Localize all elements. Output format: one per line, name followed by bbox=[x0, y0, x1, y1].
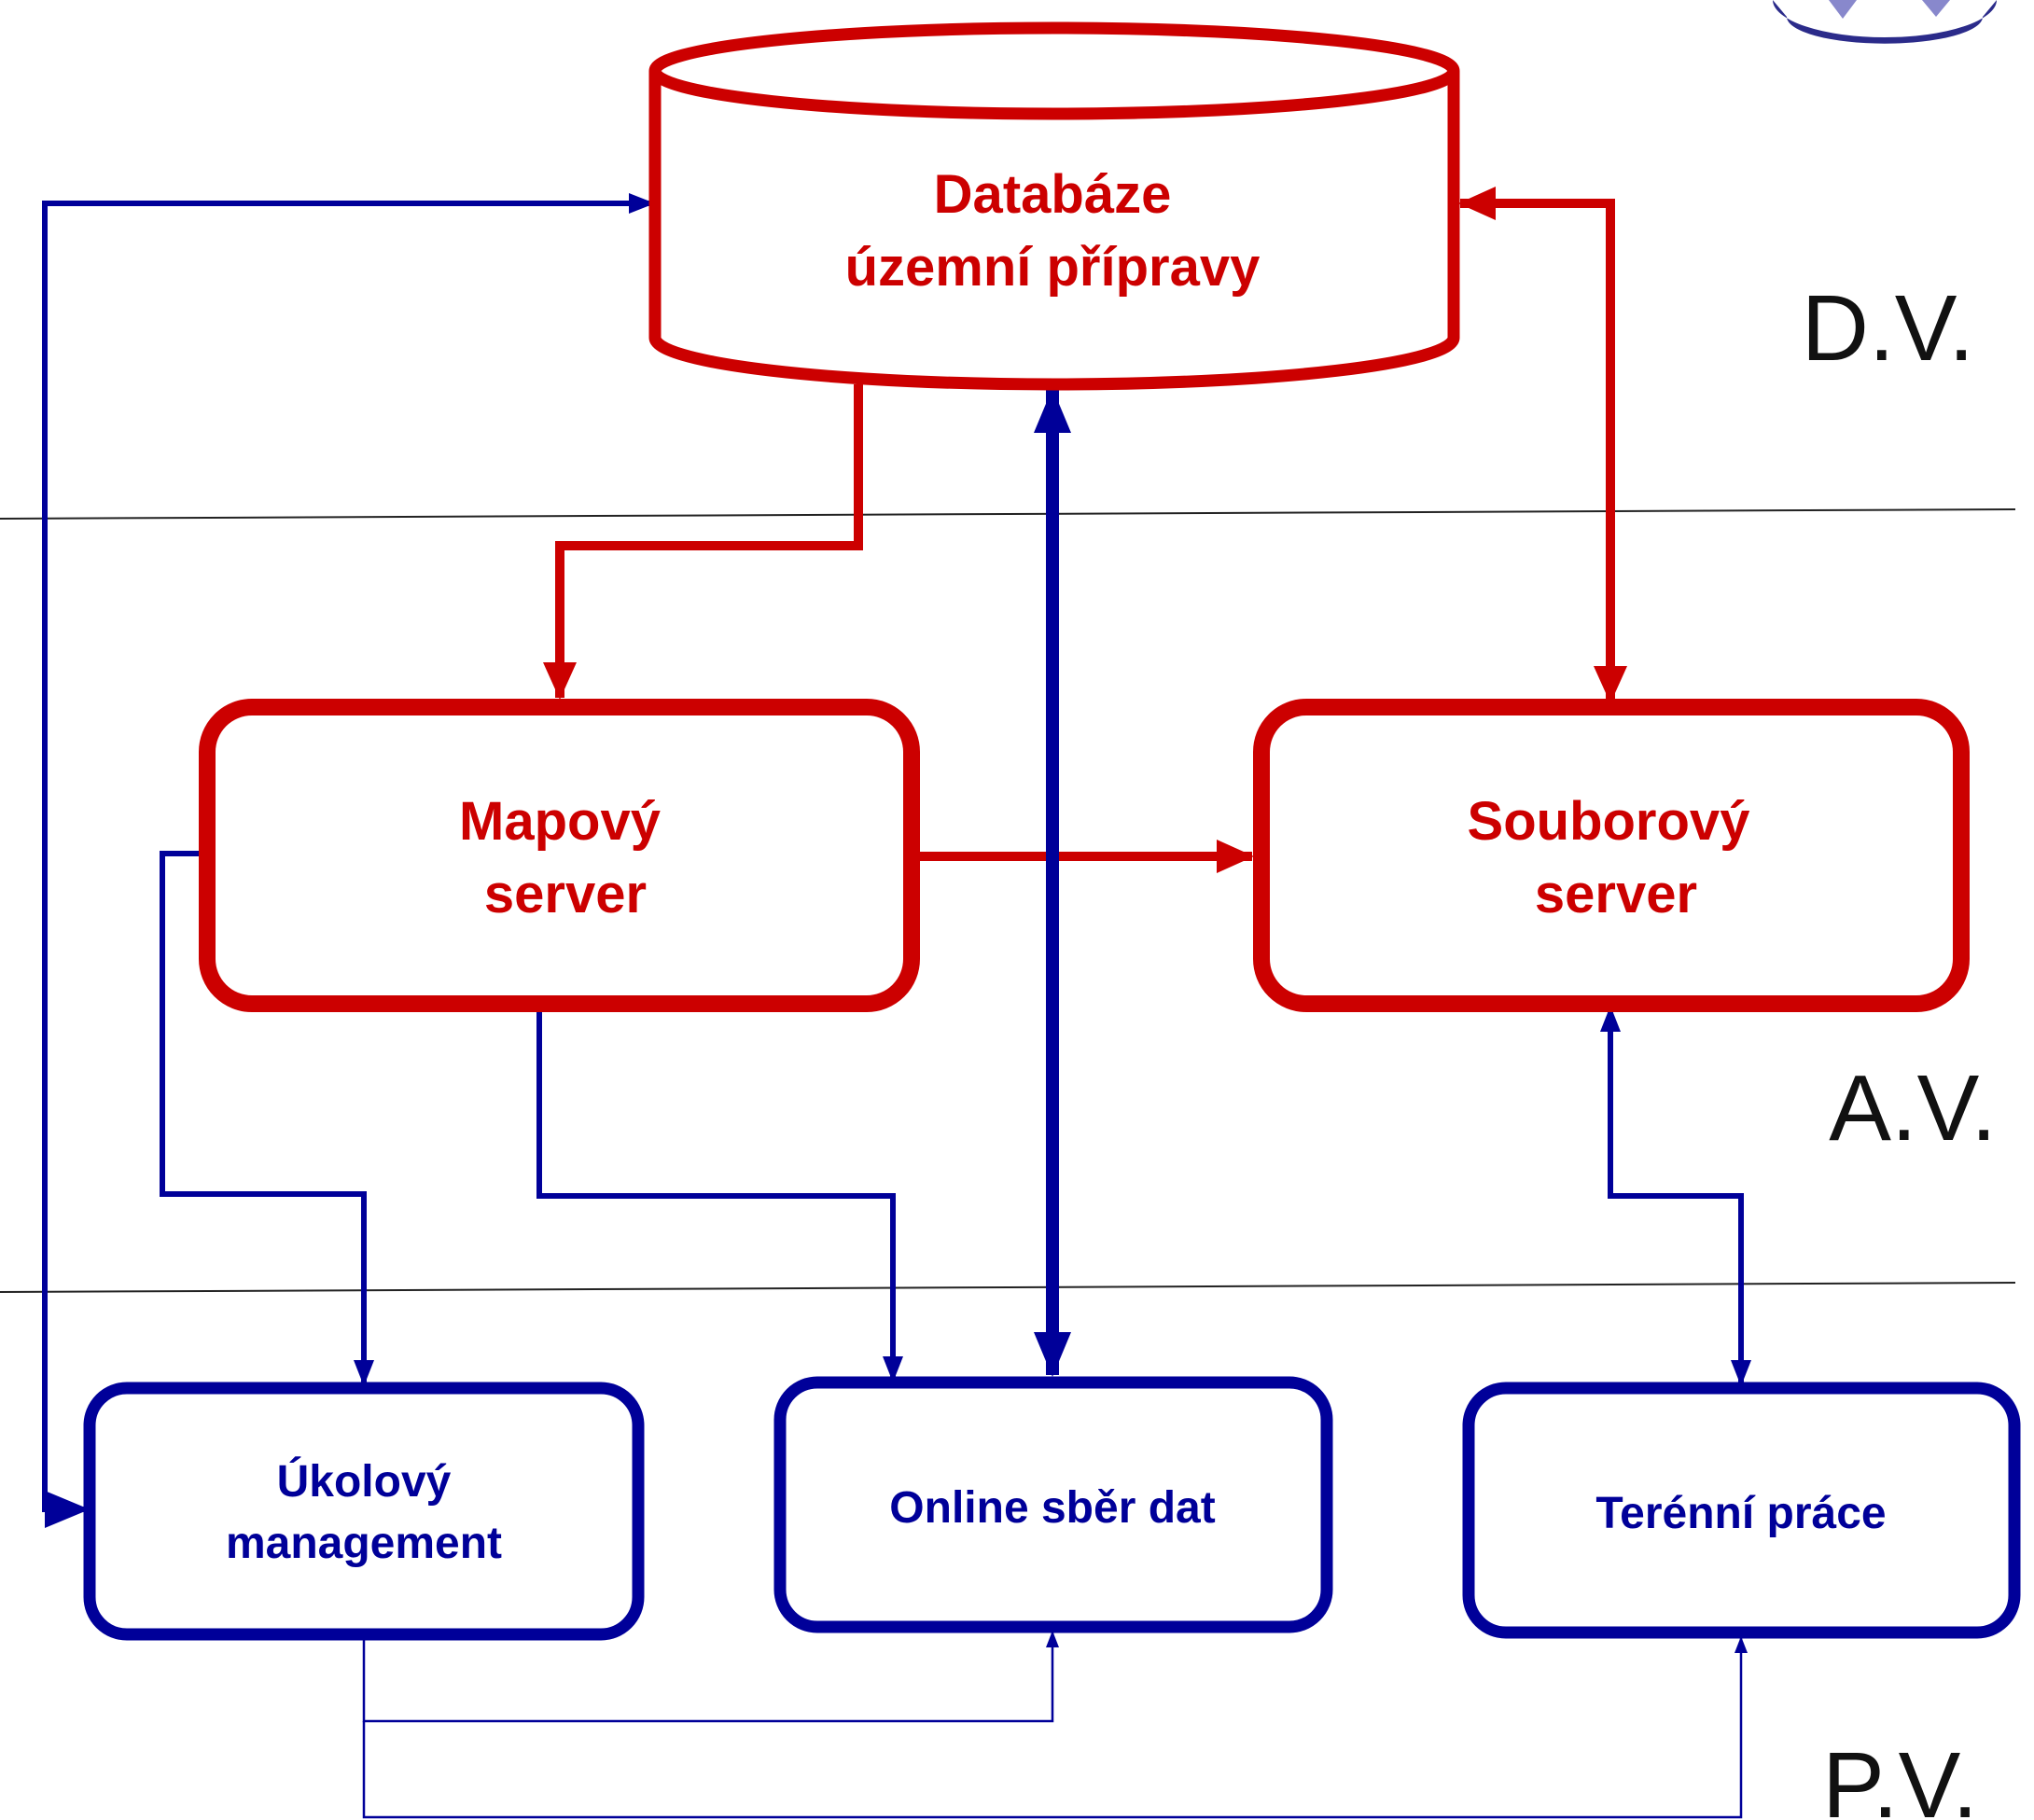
connector-database-to-map-server bbox=[543, 384, 863, 700]
connector-database-file-server bbox=[1458, 187, 1627, 703]
field-work-node: Terénní práce bbox=[1462, 1382, 2021, 1639]
task-management-box bbox=[83, 1382, 645, 1641]
online-collection-title: Online sběr dat bbox=[889, 1483, 1215, 1533]
file-server-title-line2: server bbox=[1535, 864, 1697, 924]
level-label-pv: P.V. bbox=[1822, 1733, 1978, 1820]
connector-database-task-management bbox=[42, 193, 655, 1528]
divider-line-data-application bbox=[0, 508, 2016, 520]
logo-emblem bbox=[1773, 0, 1997, 44]
level-label-av: A.V. bbox=[1829, 1056, 1997, 1160]
task-management-title-line1: Úkolový bbox=[277, 1455, 452, 1507]
task-management-node: Úkolový management bbox=[83, 1382, 645, 1641]
field-work-title: Terénní práce bbox=[1595, 1489, 1886, 1538]
map-server-node: Mapový server bbox=[199, 699, 920, 1012]
divider-line-application-presentation bbox=[0, 1282, 2016, 1293]
map-server-title-line2: server bbox=[484, 864, 647, 924]
database-cylinder-body bbox=[648, 71, 1460, 391]
connector-map-server-to-task-management bbox=[160, 851, 374, 1386]
task-management-title-line2: management bbox=[226, 1519, 502, 1568]
map-server-box bbox=[199, 699, 920, 1012]
file-server-box bbox=[1253, 699, 1970, 1012]
database-title-line2: územní přípravy bbox=[845, 237, 1261, 298]
database-title-line1: Databáze bbox=[934, 164, 1172, 225]
database-node: Databáze územní přípravy bbox=[648, 21, 1460, 391]
file-server-node: Souborový server bbox=[1253, 699, 1970, 1012]
connector-file-server-field-work bbox=[1600, 1006, 1751, 1386]
level-label-dv: D.V. bbox=[1802, 276, 1974, 381]
map-server-title-line1: Mapový bbox=[459, 791, 661, 852]
connector-task-management-to-online-collection bbox=[362, 1631, 1059, 1723]
database-cylinder-top bbox=[648, 21, 1460, 120]
file-server-title-line1: Souborový bbox=[1468, 791, 1750, 852]
connector-task-management-to-field-work bbox=[362, 1636, 1748, 1819]
online-collection-box bbox=[773, 1376, 1333, 1633]
online-collection-node: Online sběr dat bbox=[773, 1376, 1333, 1633]
connector-map-server-to-online-collection bbox=[536, 1003, 903, 1382]
field-work-box bbox=[1462, 1382, 2021, 1639]
